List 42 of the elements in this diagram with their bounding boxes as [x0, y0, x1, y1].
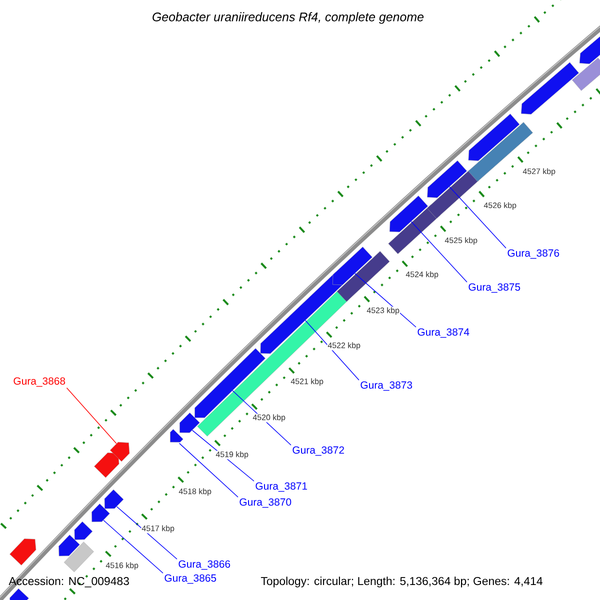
- gene-label: Gura_3874: [418, 328, 470, 338]
- gene-pointer: [579, 34, 600, 64]
- gene-label: Gura_3875: [468, 283, 520, 293]
- gene-pointer: [10, 588, 29, 600]
- title: Geobacter uraniireducens Rf4, complete genome: [152, 12, 424, 24]
- leader-line: [449, 186, 506, 248]
- gene-label: Gura_3866: [178, 560, 230, 570]
- gene-pointer: [332, 246, 372, 286]
- gene-pointer: [389, 196, 428, 232]
- gene-block: [64, 542, 94, 572]
- gene-pointer: [468, 114, 520, 161]
- gene-block: [197, 288, 350, 436]
- leader-line: [410, 221, 468, 282]
- gene-label: Gura_3870: [240, 498, 292, 508]
- gene-pointer: [58, 534, 80, 556]
- leader-line: [354, 273, 416, 328]
- gene-pointer: [427, 160, 467, 198]
- gene-pointer: [74, 521, 93, 540]
- gene-pointer: [92, 504, 110, 522]
- gene-label: Gura_3865: [164, 574, 216, 584]
- gene-pointer: [110, 442, 130, 462]
- gene-block: [426, 170, 479, 219]
- gene-block: [572, 58, 600, 91]
- leader-line: [178, 442, 238, 498]
- gene-pointer: [170, 429, 184, 442]
- gene-label: Gura_3868: [14, 377, 66, 387]
- gene-label: Gura_3872: [292, 446, 344, 456]
- gene-pointer: [521, 62, 579, 114]
- leader-line: [66, 388, 117, 444]
- info-text: Topology: circular; Length: 5,136,364 bp; Genes: 4,414: [260, 576, 542, 588]
- gene-label: Gura_3871: [256, 482, 308, 492]
- gene-label: Gura_3873: [360, 381, 412, 391]
- gene-pointer: [94, 452, 120, 478]
- gene-label: Gura_3876: [508, 249, 560, 259]
- leader-line: [304, 320, 360, 380]
- gene-pointer: [180, 412, 200, 433]
- gene-pointer: [10, 538, 36, 566]
- gene-block: [336, 251, 390, 302]
- leader-line: [116, 506, 178, 560]
- leader-line: [103, 520, 164, 574]
- info-text: Accession: NC_009483: [8, 576, 129, 588]
- gene-pointer: [104, 489, 124, 509]
